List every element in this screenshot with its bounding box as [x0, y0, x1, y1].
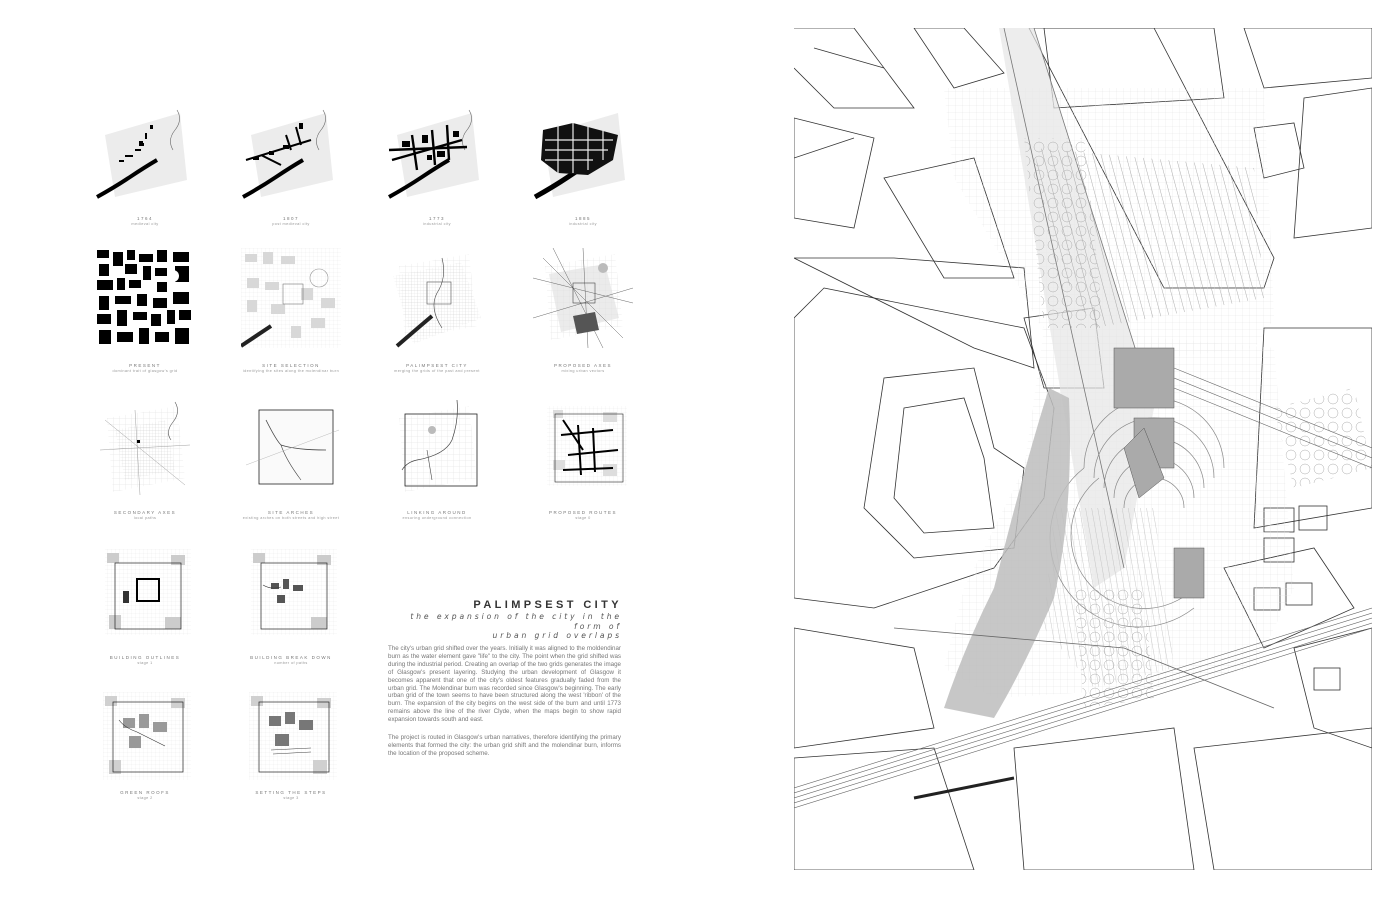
diagram-caption: SETTING THE STEPS stage 3 — [216, 790, 366, 801]
title-block: PALIMPSEST CITY the expansion of the cit… — [380, 598, 622, 641]
diagram-site-selection — [241, 248, 341, 348]
diagram-caption-sub: stage 3 — [283, 796, 299, 800]
diagram-caption-title: 1764 — [136, 216, 153, 221]
diagram-building-break-down — [241, 545, 341, 645]
diagram-caption-sub: stage 2 — [137, 796, 153, 800]
masterplan-drawing — [794, 28, 1372, 870]
diagram-secondary-axes — [95, 400, 195, 500]
project-subtitle-line-2: urban grid overlaps — [492, 631, 622, 640]
diagram-caption: SITE SELECTION identifying the sites alo… — [216, 363, 366, 374]
diagram-caption-title: 1807 — [282, 216, 299, 221]
diagram-green-roofs — [95, 688, 195, 788]
diagram-caption: SECONDARY AXES local paths — [70, 510, 220, 521]
diagram-present — [95, 248, 195, 348]
diagram-caption: BUILDING OUTLINES stage 1 — [70, 655, 220, 666]
diagram-caption: 1773 industrial city — [362, 216, 512, 227]
diagram-caption-sub: dominant trait of glasgow's grid — [112, 369, 178, 373]
diagram-proposed-axes — [533, 248, 633, 348]
diagram-caption-title: LINKING AROUND — [407, 510, 467, 515]
diagram-caption-title: BUILDING BREAK DOWN — [250, 655, 332, 660]
diagram-caption: LINKING AROUND ensuring underground conn… — [362, 510, 512, 521]
diagram-caption: 1764 medieval city — [70, 216, 220, 227]
project-subtitle-line-1: the expansion of the city in the form of — [410, 612, 622, 631]
diagram-caption-title: 1773 — [428, 216, 445, 221]
diagram-caption-title: GREEN ROOFS — [120, 790, 170, 795]
diagram-caption: PROPOSED AXES mixing urban vectors — [508, 363, 658, 374]
diagram-1773 — [387, 105, 487, 205]
diagram-1885 — [533, 105, 633, 205]
diagram-caption-title: SECONDARY AXES — [113, 510, 177, 515]
diagram-palimpsest-city — [387, 248, 487, 348]
diagram-caption: PRESENT dominant trait of glasgow's grid — [70, 363, 220, 374]
diagram-caption-title: SETTING THE STEPS — [255, 790, 327, 795]
diagram-caption: 1885 industrial city — [508, 216, 658, 227]
diagram-caption-title: PROPOSED AXES — [553, 363, 612, 368]
diagram-caption-title: 1885 — [574, 216, 591, 221]
diagram-caption-title: PROPOSED ROUTES — [548, 510, 617, 515]
diagram-caption-sub: local paths — [133, 516, 157, 520]
diagram-proposed-routes — [533, 400, 633, 500]
diagram-caption: PROPOSED ROUTES stage 0 — [508, 510, 658, 521]
diagram-caption-sub: number of paths — [274, 661, 308, 665]
diagram-1764 — [95, 105, 195, 205]
diagram-caption: BUILDING BREAK DOWN number of paths — [216, 655, 366, 666]
diagram-caption-sub: mixing urban vectors — [561, 369, 605, 373]
diagram-site-arches — [241, 400, 341, 500]
diagram-caption: SITE ARCHES existing arches on both stre… — [216, 510, 366, 521]
diagram-caption-title: PRESENT — [129, 363, 161, 368]
diagram-caption-sub: medieval city — [131, 222, 159, 226]
diagram-caption: GREEN ROOFS stage 2 — [70, 790, 220, 801]
diagram-caption-sub: identifying the sites along the molendin… — [242, 369, 340, 373]
project-title: PALIMPSEST CITY — [473, 599, 622, 611]
diagram-caption-sub: industrial city — [423, 222, 451, 226]
diagram-caption-title: PALIMPSEST CITY — [406, 363, 468, 368]
diagram-caption-sub: ensuring underground connection — [402, 516, 472, 520]
diagram-setting-the-steps — [241, 688, 341, 788]
diagram-1807 — [241, 105, 341, 205]
description-paragraph-2: The project is routed in Glasgow's urban… — [388, 734, 621, 757]
diagram-caption-sub: existing arches on both streets and high… — [242, 516, 340, 520]
diagram-building-outlines — [95, 545, 195, 645]
diagram-linking-around — [387, 400, 487, 500]
diagram-caption-sub: stage 0 — [575, 516, 591, 520]
diagram-caption-sub: post medieval city — [272, 222, 310, 226]
diagram-caption-sub: stage 1 — [137, 661, 153, 665]
diagram-caption: 1807 post medieval city — [216, 216, 366, 227]
diagram-caption-title: BUILDING OUTLINES — [109, 655, 181, 660]
diagram-caption-sub: merging the grids of the past and presen… — [394, 369, 480, 373]
description-paragraph-1: The city's urban grid shifted over the y… — [388, 645, 621, 724]
diagram-caption-title: SITE ARCHES — [267, 510, 315, 515]
diagram-caption: PALIMPSEST CITY merging the grids of the… — [362, 363, 512, 374]
diagram-caption-title: SITE SELECTION — [262, 363, 320, 368]
diagram-caption-sub: industrial city — [569, 222, 597, 226]
